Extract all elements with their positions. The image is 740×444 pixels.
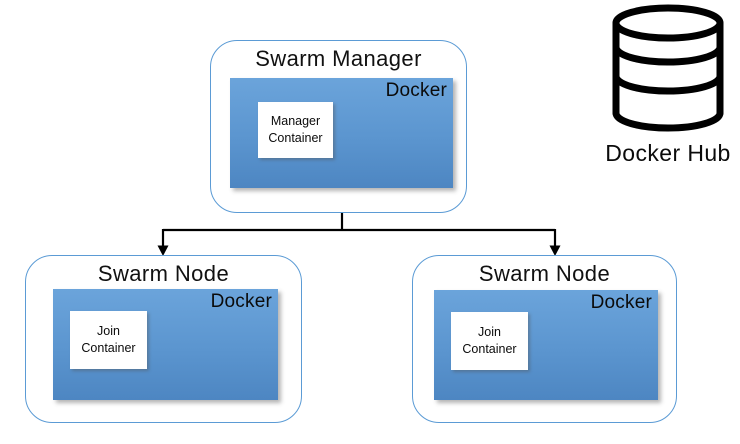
swarm-manager-title: Swarm Manager	[255, 46, 422, 71]
manager-docker-host: Docker Manager Container	[230, 78, 453, 188]
swarm-manager-box: Swarm Manager Docker Manager Container	[210, 40, 467, 213]
docker-hub-label: Docker Hub	[605, 140, 731, 166]
swarm-node-right-title: Swarm Node	[478, 261, 611, 286]
database-icon	[612, 4, 724, 132]
manager-container-label: Manager Container	[268, 114, 323, 145]
node-right-docker-host: Docker Join Container	[434, 290, 658, 400]
node-right-container-label: Join Container	[462, 325, 517, 356]
swarm-node-left-box: Swarm Node Docker Join Container	[25, 255, 302, 423]
swarm-node-right-box: Swarm Node Docker Join Container	[412, 255, 677, 423]
node-right-container-box: Join Container	[451, 312, 528, 370]
manager-container-box: Manager Container	[258, 102, 333, 158]
manager-docker-label: Docker	[385, 80, 447, 101]
docker-hub: Docker Hub	[595, 4, 740, 167]
node-left-container-label: Join Container	[81, 324, 136, 355]
node-left-container-box: Join Container	[70, 311, 147, 369]
swarm-node-left-title: Swarm Node	[97, 261, 230, 286]
node-right-docker-label: Docker	[590, 292, 652, 313]
node-left-docker-host: Docker Join Container	[53, 289, 278, 400]
node-left-docker-label: Docker	[210, 291, 272, 312]
